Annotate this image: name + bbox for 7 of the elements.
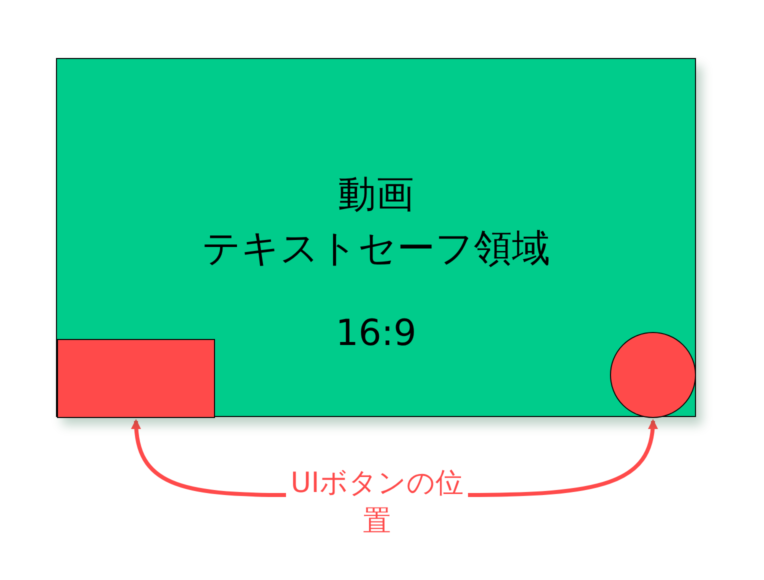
- area-title: 動画: [337, 171, 415, 217]
- area-title: テキストセーフ領域: [201, 225, 551, 271]
- aspect-ratio: 16:9: [334, 312, 418, 356]
- arrow: [468, 419, 658, 497]
- arrow: [132, 419, 286, 497]
- button-area: [57, 339, 215, 418]
- video-frame: [56, 58, 696, 417]
